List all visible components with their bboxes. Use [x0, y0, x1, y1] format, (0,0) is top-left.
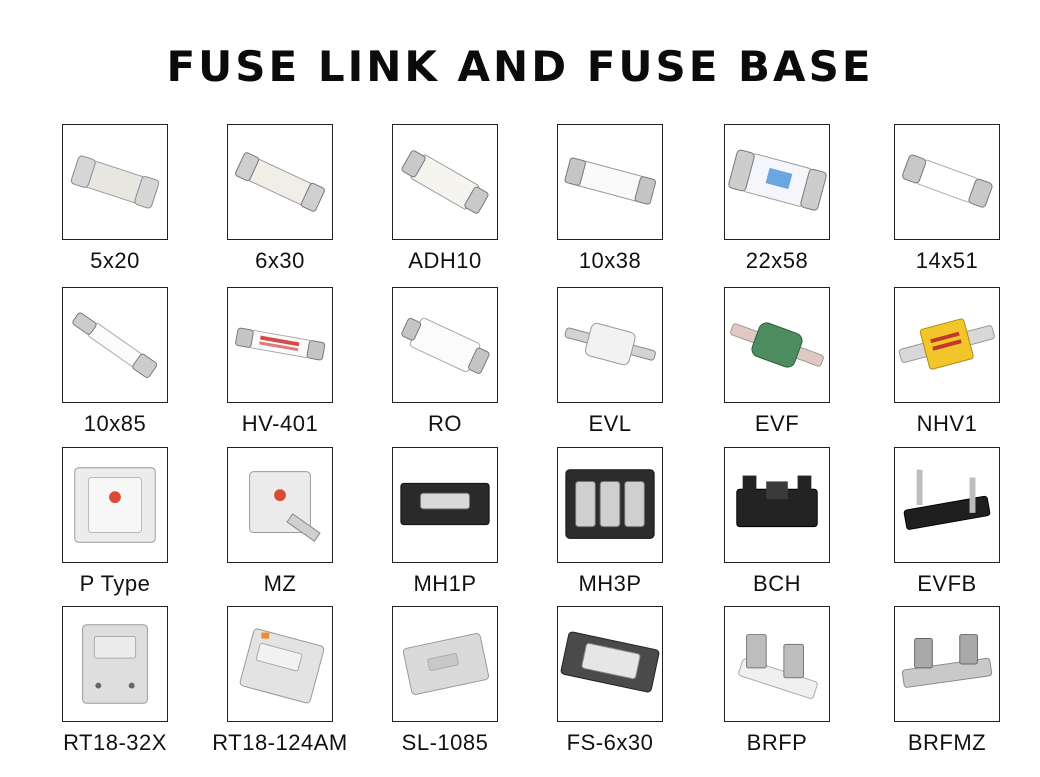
- product-label: MH1P: [413, 571, 477, 596]
- fuse-base-icon: [738, 634, 818, 699]
- product-label: ADH10: [408, 248, 482, 273]
- product-image: [62, 447, 168, 563]
- product-image: [227, 287, 333, 403]
- fuse-holder-icon: [400, 482, 490, 526]
- product-image: [392, 606, 498, 722]
- product-card[interactable]: EVF: [702, 287, 852, 447]
- product-image: [894, 606, 1000, 722]
- product-card[interactable]: FS-6x30: [535, 606, 685, 766]
- product-image: [227, 124, 333, 240]
- product-label: RT18-32X: [63, 730, 167, 755]
- product-label: BCH: [753, 571, 801, 596]
- product-label: P Type: [79, 571, 151, 596]
- product-label: 10x38: [578, 248, 642, 273]
- product-image: [894, 287, 1000, 403]
- product-label: EVF: [754, 411, 800, 436]
- product-card[interactable]: 22x58: [702, 124, 852, 284]
- product-label: MZ: [263, 571, 297, 596]
- cartridge-fuse-icon: [70, 155, 160, 209]
- product-image: [392, 124, 498, 240]
- product-image: [557, 606, 663, 722]
- high-voltage-fuse-icon: [235, 327, 326, 361]
- product-image: [894, 447, 1000, 563]
- product-image: [557, 287, 663, 403]
- product-image: [227, 447, 333, 563]
- product-card[interactable]: MH1P: [370, 447, 520, 607]
- din-rail-fuse-holder-icon: [239, 628, 325, 704]
- product-image: [227, 606, 333, 722]
- product-card[interactable]: RT18-32X: [40, 606, 190, 766]
- square-fuse-icon: [249, 471, 321, 542]
- product-label: SL-1085: [401, 730, 489, 755]
- product-image: [724, 287, 830, 403]
- cartridge-fuse-icon: [728, 149, 827, 211]
- product-card[interactable]: BRFP: [702, 606, 852, 766]
- product-label: BRFP: [746, 730, 808, 755]
- product-label: 22x58: [745, 248, 809, 273]
- product-card[interactable]: ADH10: [370, 124, 520, 284]
- product-image: [62, 287, 168, 403]
- product-image: [724, 447, 830, 563]
- product-card[interactable]: P Type: [40, 447, 190, 607]
- fuse-holder-icon: [560, 631, 660, 693]
- product-card[interactable]: MZ: [205, 447, 355, 607]
- bolted-fuse-icon: [898, 318, 995, 370]
- fuse-base-icon: [903, 469, 991, 530]
- product-image: [894, 124, 1000, 240]
- product-label: FS-6x30: [566, 730, 654, 755]
- product-image: [557, 124, 663, 240]
- din-rail-fuse-holder-icon: [82, 624, 148, 704]
- product-card[interactable]: EVL: [535, 287, 685, 447]
- product-card[interactable]: 6x30: [205, 124, 355, 284]
- bolted-fuse-icon: [564, 322, 656, 366]
- cartridge-fuse-icon: [902, 154, 993, 208]
- cartridge-fuse-icon: [564, 157, 657, 205]
- product-card[interactable]: SL-1085: [370, 606, 520, 766]
- page-title: FUSE LINK AND FUSE BASE: [166, 42, 874, 91]
- fuse-base-icon: [901, 634, 993, 688]
- product-image: [724, 124, 830, 240]
- fuse-block-icon: [736, 475, 818, 528]
- product-label: EVFB: [917, 571, 977, 596]
- product-card[interactable]: 14x51: [872, 124, 1022, 284]
- cartridge-fuse-icon: [401, 317, 490, 374]
- product-card[interactable]: 5x20: [40, 124, 190, 284]
- product-image: [62, 124, 168, 240]
- product-image: [62, 606, 168, 722]
- product-label: MH3P: [578, 571, 642, 596]
- cartridge-fuse-icon: [235, 152, 325, 212]
- product-label: 6x30: [255, 248, 305, 273]
- product-image: [392, 287, 498, 403]
- product-image: [724, 606, 830, 722]
- product-card[interactable]: EVFB: [872, 447, 1022, 607]
- product-label: NHV1: [916, 411, 978, 436]
- product-image: [392, 447, 498, 563]
- product-image: [557, 447, 663, 563]
- product-card[interactable]: 10x85: [40, 287, 190, 447]
- product-label: 10x85: [83, 411, 147, 436]
- product-card[interactable]: NHV1: [872, 287, 1022, 447]
- product-label: 14x51: [915, 248, 979, 273]
- product-label: EVL: [588, 411, 632, 436]
- cartridge-fuse-icon: [401, 150, 489, 214]
- product-label: HV-401: [241, 411, 319, 436]
- product-card[interactable]: BRFMZ: [872, 606, 1022, 766]
- fuse-holder-icon: [565, 469, 655, 539]
- product-label: 5x20: [90, 248, 140, 273]
- product-card[interactable]: RT18-124AM: [205, 606, 355, 766]
- product-card[interactable]: RO: [370, 287, 520, 447]
- bolted-fuse-icon: [730, 322, 824, 368]
- product-card[interactable]: HV-401: [205, 287, 355, 447]
- square-fuse-icon: [74, 467, 156, 543]
- product-label: RT18-124AM: [212, 730, 348, 755]
- product-label: BRFMZ: [907, 730, 987, 755]
- long-fuse-icon: [72, 312, 158, 379]
- product-card[interactable]: BCH: [702, 447, 852, 607]
- product-card[interactable]: 10x38: [535, 124, 685, 284]
- product-label: RO: [428, 411, 462, 436]
- din-rail-fuse-holder-icon: [402, 633, 490, 695]
- product-card[interactable]: MH3P: [535, 447, 685, 607]
